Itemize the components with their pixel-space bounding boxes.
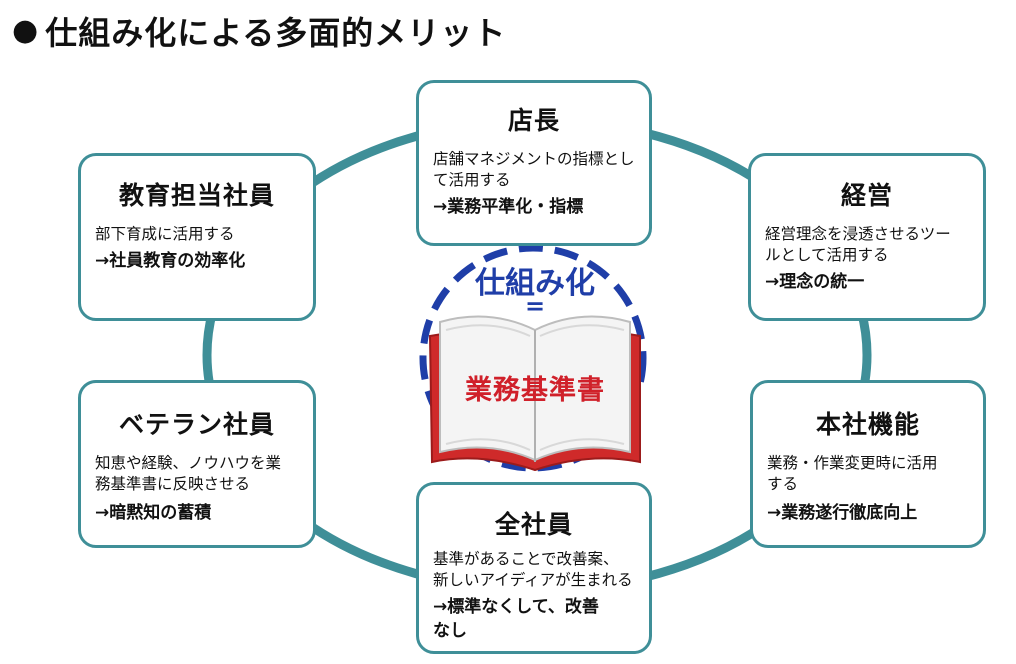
card-result: →標準なくして、改善 なし <box>433 595 635 643</box>
card-description-line: 業務・作業変更時に活用 <box>767 454 938 472</box>
card-description-line: て活用する <box>433 171 511 189</box>
card-description-line: する <box>767 475 799 493</box>
card-result: →暗黙知の蓄積 <box>95 503 212 523</box>
card-description: 経営理念を浸透させるツー ルとして活用する <box>765 224 969 266</box>
card-management: 経営 経営理念を浸透させるツー ルとして活用する →理念の統一 <box>748 153 986 321</box>
card-result: →理念の統一 <box>765 272 865 292</box>
card-veteran: ベテラン社員 知恵や経験、ノウハウを業 務基準書に反映させる →暗黙知の蓄積 <box>78 380 316 548</box>
book-icon <box>428 315 641 472</box>
card-result-line: なし <box>433 621 467 641</box>
card-result: →業務平準化・指標 <box>433 197 584 217</box>
card-description: 知恵や経験、ノウハウを業 務基準書に反映させる <box>95 453 299 495</box>
card-description-line: 店舗マネジメントの指標とし <box>433 150 635 168</box>
book-title: 業務基準書 <box>465 375 605 406</box>
card-result: →業務遂行徹底向上 <box>767 503 918 523</box>
card-description-line: ルとして活用する <box>765 246 889 264</box>
card-all-staff: 全社員 基準があることで改善案、 新しいアイディアが生まれる →標準なくして、改… <box>416 482 652 654</box>
card-description-line: 新しいアイディアが生まれる <box>433 571 633 589</box>
center-label: 仕組み化 <box>475 266 595 301</box>
card-description: 店舗マネジメントの指標とし て活用する <box>433 149 635 191</box>
card-result-line: →標準なくして、改善 <box>433 597 599 617</box>
card-trainer: 教育担当社員 部下育成に活用する →社員教育の効率化 <box>78 153 316 321</box>
card-title: 本社機能 <box>815 410 920 439</box>
center-equals-sign: = <box>524 292 546 320</box>
card-description-line: 部下育成に活用する <box>95 225 235 243</box>
card-title: 教育担当社員 <box>118 181 275 210</box>
card-title: 経営 <box>840 181 893 210</box>
card-description: 部下育成に活用する <box>95 224 299 245</box>
page-title-text: 仕組み化による多面的メリット <box>45 14 507 52</box>
dashed-circle <box>419 244 647 472</box>
title-bullet-icon: ● <box>12 13 40 48</box>
card-title: 店長 <box>507 106 560 135</box>
card-description-line: 基準があることで改善案、 <box>433 550 619 568</box>
card-description: 基準があることで改善案、 新しいアイディアが生まれる <box>433 549 635 591</box>
card-description-line: 知恵や経験、ノウハウを業 <box>95 454 282 472</box>
card-result: →社員教育の効率化 <box>95 251 246 271</box>
card-headquarters: 本社機能 業務・作業変更時に活用 する →業務遂行徹底向上 <box>750 380 986 548</box>
page-title: ● 仕組み化による多面的メリット <box>12 8 506 54</box>
card-description: 業務・作業変更時に活用 する <box>767 453 969 495</box>
card-title: ベテラン社員 <box>118 410 275 439</box>
card-title: 全社員 <box>494 510 573 539</box>
card-store-manager: 店長 店舗マネジメントの指標とし て活用する →業務平準化・指標 <box>416 80 652 246</box>
card-description-line: 務基準書に反映させる <box>95 475 251 493</box>
card-description-line: 経営理念を浸透させるツー <box>765 225 951 243</box>
